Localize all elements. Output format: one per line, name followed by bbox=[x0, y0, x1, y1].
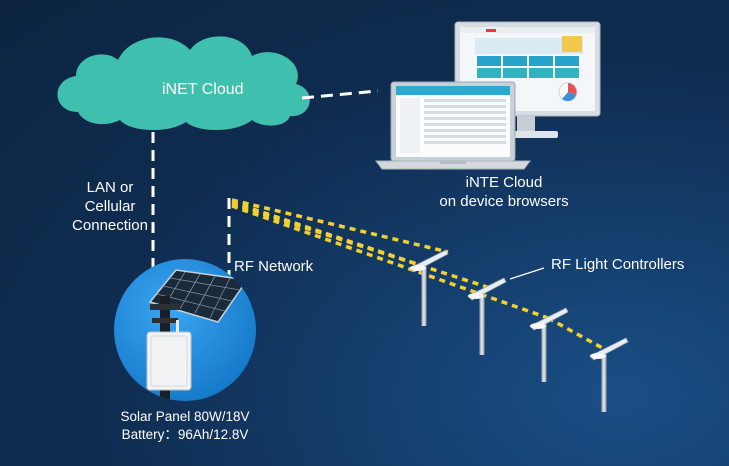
street-lights bbox=[409, 249, 629, 412]
controllers-label: RF Light Controllers bbox=[551, 256, 685, 273]
controllers-pointer bbox=[509, 267, 545, 280]
rf-light-controller bbox=[467, 277, 507, 355]
rf-light-controller bbox=[529, 307, 569, 382]
lan-label-line-1: LAN or bbox=[86, 179, 134, 196]
laptop-icon bbox=[375, 81, 531, 170]
browsers-label-line-2: on device browsers bbox=[439, 193, 569, 210]
cloud-icon bbox=[57, 36, 310, 131]
cloud-label: iNET Cloud bbox=[162, 81, 244, 98]
lan-connection-label: LAN or Cellular Connection bbox=[50, 178, 170, 235]
browsers-label-line-1: iNTE Cloud bbox=[465, 174, 543, 191]
gateway-spec-line-2: Battery：96Ah/12.8V bbox=[121, 427, 249, 442]
lan-label-line-3: Connection bbox=[72, 217, 148, 234]
rf-light-controller bbox=[409, 249, 449, 326]
rf-light-controller bbox=[589, 337, 629, 412]
solar-gateway bbox=[114, 259, 256, 401]
browsers-label: iNTE Cloud on device browsers bbox=[414, 173, 594, 211]
gateway-specs: Solar Panel 80W/18V Battery：96Ah/12.8V bbox=[100, 408, 270, 444]
cloud-browser-link bbox=[301, 89, 379, 100]
rf-links bbox=[231, 198, 607, 352]
gateway-spec-line-1: Solar Panel 80W/18V bbox=[120, 409, 250, 424]
rf-network-label: RF Network bbox=[234, 258, 314, 275]
lan-label-line-2: Cellular bbox=[84, 198, 136, 215]
